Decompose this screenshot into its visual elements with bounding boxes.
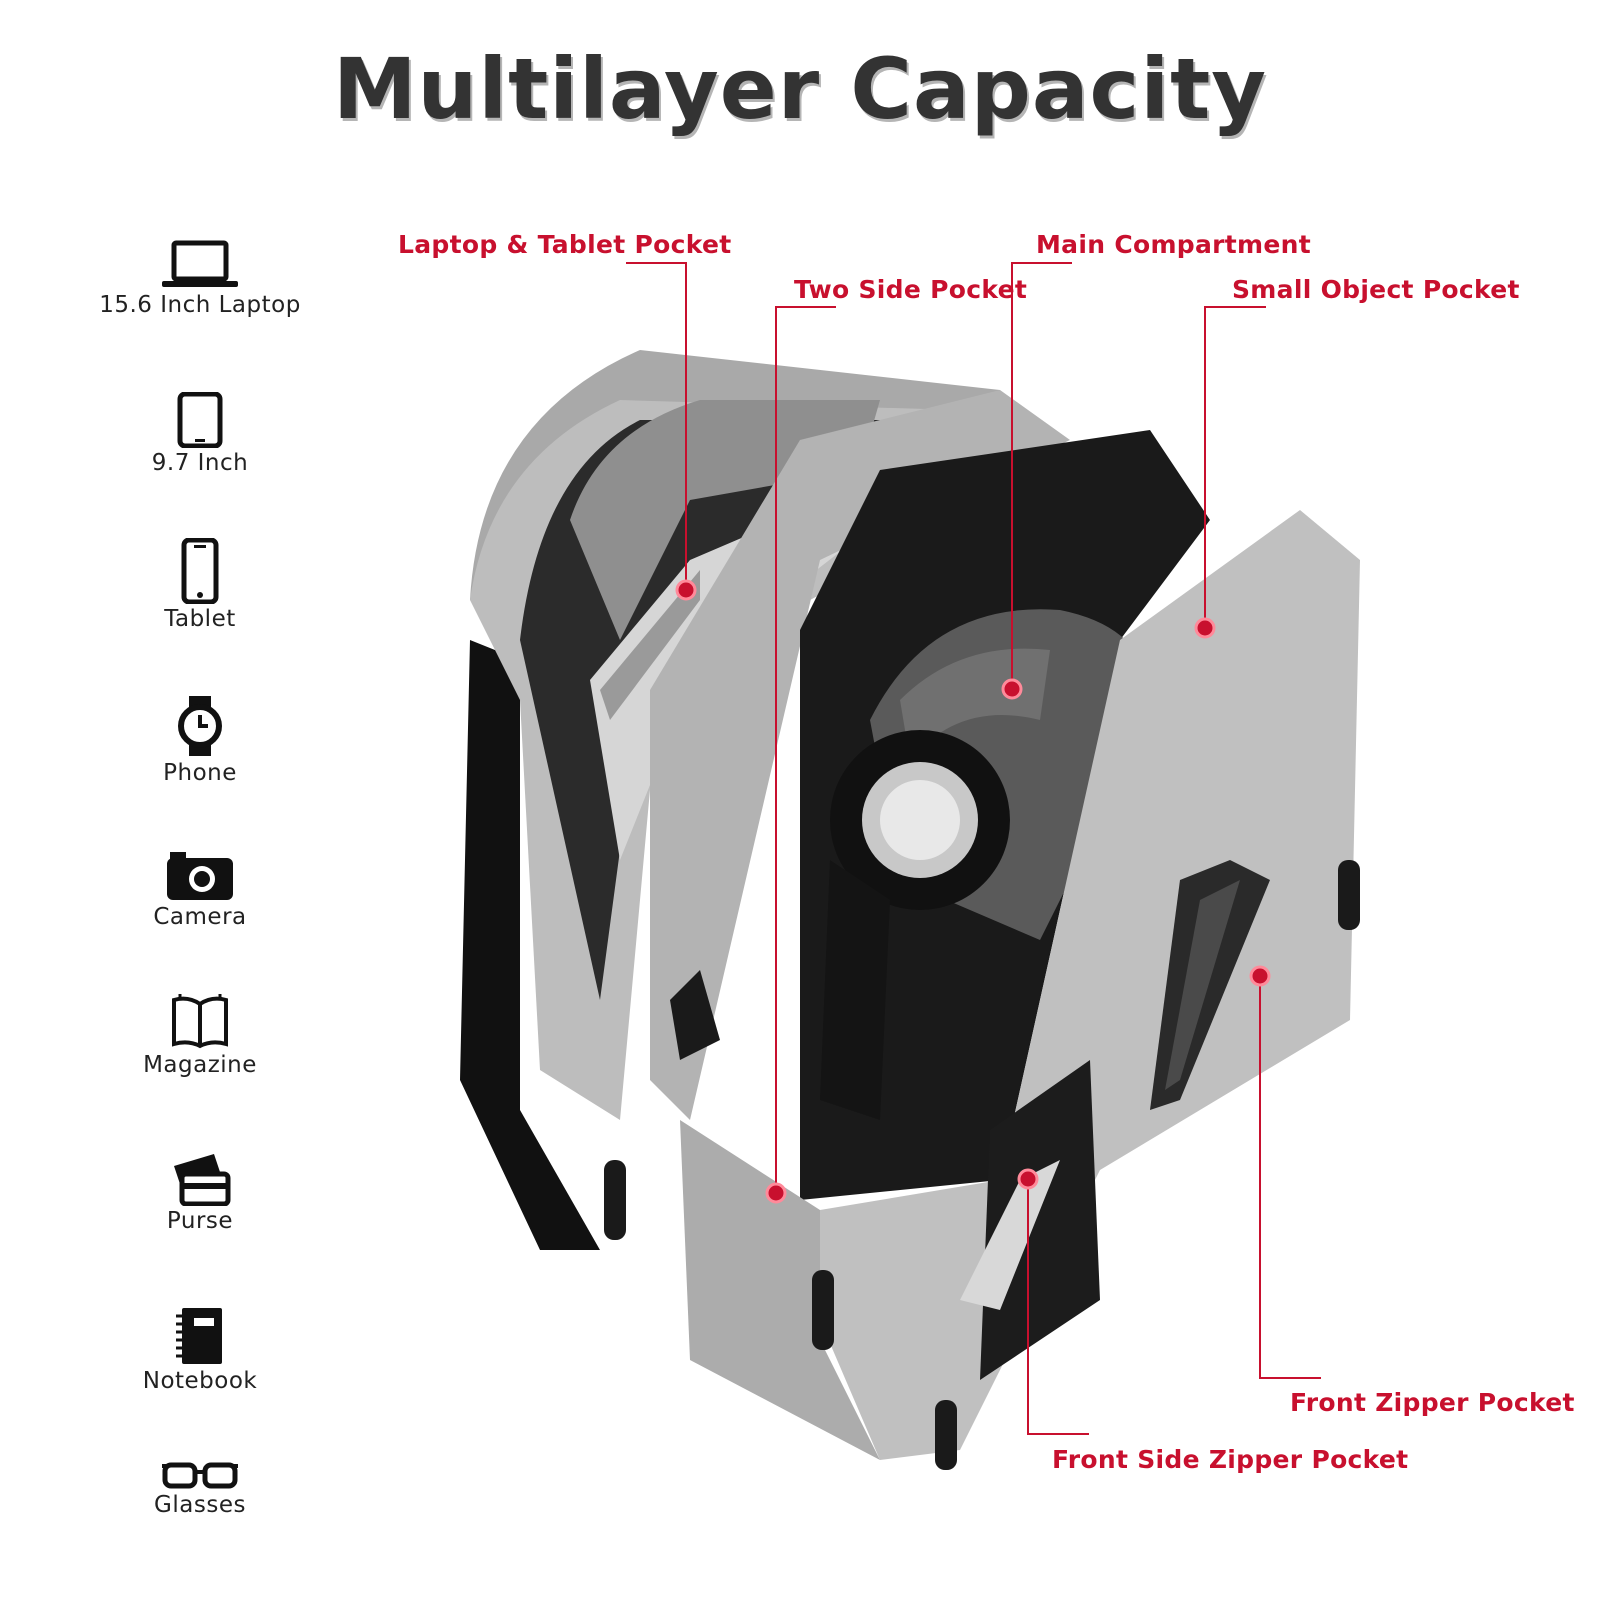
- item-smartphone: Tablet: [80, 538, 320, 632]
- item-watch: Phone: [80, 694, 320, 786]
- tablet-icon: [177, 392, 223, 448]
- item-camera: Camera: [80, 850, 320, 930]
- item-tablet: 9.7 Inch: [80, 392, 320, 476]
- book-icon: [172, 994, 228, 1049]
- item-label: Phone: [163, 760, 237, 786]
- item-label: Purse: [166, 1208, 234, 1234]
- callout-main-compartment: Main Compartment: [1036, 230, 1311, 259]
- item-magazine: Magazine: [80, 994, 320, 1078]
- page-title: Multilayer Capacity: [332, 40, 1268, 138]
- item-notebook: Notebook: [80, 1306, 320, 1394]
- smartphone-icon: [181, 538, 219, 604]
- item-label: Tablet: [164, 606, 236, 632]
- item-laptop: 15.6 Inch Laptop: [80, 240, 320, 318]
- callout-front-zipper-pocket: Front Zipper Pocket: [1290, 1388, 1575, 1417]
- item-purse: Purse: [80, 1152, 320, 1234]
- callout-small-object-pocket: Small Object Pocket: [1232, 275, 1520, 304]
- callout-laptop-tablet-pocket: Laptop & Tablet Pocket: [398, 230, 732, 259]
- item-label: Glasses: [154, 1492, 246, 1518]
- item-label: Magazine: [143, 1052, 257, 1078]
- wallet-icon: [174, 1154, 231, 1206]
- laptop-icon: [162, 240, 238, 287]
- callout-two-side-pocket: Two Side Pocket: [794, 275, 1028, 304]
- capacity-items-list: 15.6 Inch Laptop 9.7 Inch Tablet Phone: [80, 220, 320, 1560]
- item-glasses: Glasses: [80, 1460, 320, 1518]
- glasses-icon: [162, 1462, 238, 1489]
- watch-icon: [178, 696, 222, 756]
- item-label: 9.7 Inch: [151, 450, 249, 476]
- item-label: 15.6 Inch Laptop: [99, 292, 301, 318]
- item-label: Camera: [153, 904, 247, 930]
- notebook-icon: [176, 1308, 222, 1364]
- item-label: Notebook: [142, 1368, 258, 1394]
- camera-icon: [167, 852, 233, 900]
- callout-front-side-zipper-pocket: Front Side Zipper Pocket: [1052, 1445, 1409, 1474]
